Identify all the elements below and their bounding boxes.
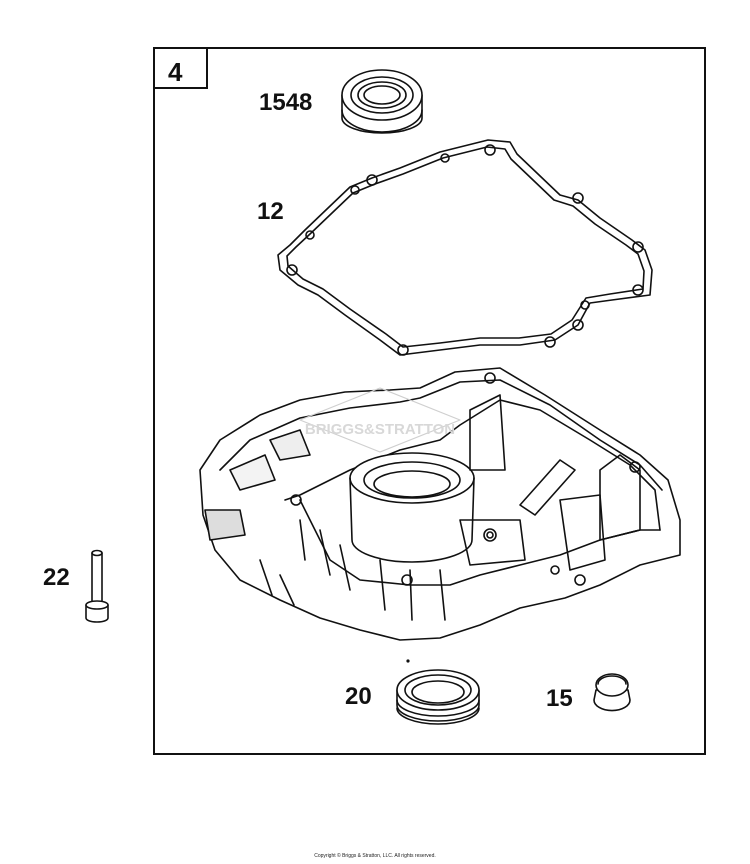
- crankcase-cover-illustration: [199, 367, 681, 641]
- assembly-number: 4: [168, 57, 183, 87]
- callout-20: 20: [345, 683, 372, 710]
- gasket-illustration: [277, 139, 653, 356]
- callout-22: 22: [43, 564, 70, 591]
- plug-illustration: [593, 673, 631, 712]
- assembly-number-box: [153, 47, 208, 89]
- bearing-illustration: [341, 69, 423, 134]
- oil-seal-illustration: [396, 659, 480, 725]
- assembly-frame: [153, 47, 706, 755]
- watermark-logo: [299, 387, 461, 453]
- watermark-text: BRIGGS&STRATTON: [305, 421, 455, 438]
- copyright-notice: Copyright © Briggs & Stratton, LLC. All …: [314, 853, 436, 859]
- bolt-illustration: [85, 549, 109, 623]
- callout-15: 15: [546, 685, 573, 712]
- callout-12: 12: [257, 198, 284, 225]
- callout-1548: 1548: [259, 89, 313, 116]
